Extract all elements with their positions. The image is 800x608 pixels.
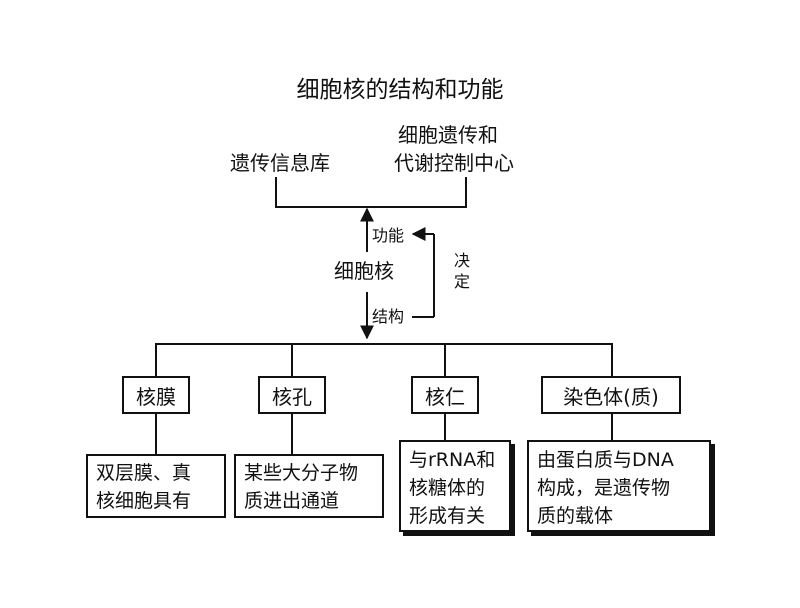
desc-box-nuclear-pore: 某些大分子物 质进出通道: [234, 454, 384, 518]
desc-line: 构成，是遗传物: [537, 477, 671, 499]
part-box-nucleolus: 核仁: [411, 376, 479, 414]
desc-line: 与rRNA和: [409, 449, 496, 471]
diagram-title: 细胞核的结构和功能: [296, 77, 504, 103]
desc-line: 核糖体的: [409, 477, 486, 499]
structure-label: 结构: [372, 307, 405, 326]
desc-line: 某些大分子物: [244, 462, 359, 484]
desc-line: 质的载体: [537, 505, 614, 527]
desc-box-nucleolus: 与rRNA和 核糖体的 形成有关: [399, 440, 511, 532]
nucleus-label: 细胞核: [334, 259, 394, 283]
desc-line: 形成有关: [409, 505, 486, 527]
control-center-label-line1: 细胞遗传和: [398, 123, 498, 147]
decides-char-2: 定: [453, 272, 470, 291]
desc-line: 质进出通道: [244, 490, 340, 512]
decides-char-1: 决: [453, 251, 470, 270]
decides-label: 决 定: [452, 250, 472, 292]
desc-box-nuclear-envelope: 双层膜、真 核细胞具有: [86, 454, 226, 518]
part-box-nuclear-envelope: 核膜: [122, 376, 190, 414]
desc-line: 核细胞具有: [96, 490, 192, 512]
hereditary-library-label: 遗传信息库: [230, 151, 330, 175]
control-center-label-line2: 代谢控制中心: [394, 151, 514, 175]
desc-box-chromatin: 由蛋白质与DNA 构成，是遗传物 质的载体: [527, 440, 711, 532]
desc-line: 双层膜、真: [96, 462, 192, 484]
part-box-nuclear-pore: 核孔: [258, 376, 326, 414]
part-box-chromatin: 染色体(质): [541, 376, 681, 414]
function-label: 功能: [372, 226, 405, 245]
desc-line: 由蛋白质与DNA: [537, 449, 674, 471]
